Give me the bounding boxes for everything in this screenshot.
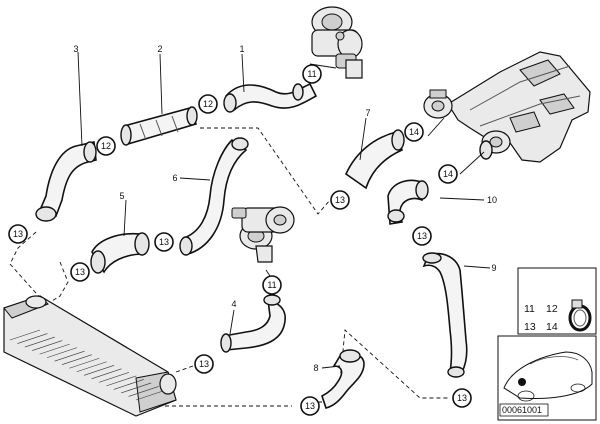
hose-7 [344,129,405,190]
intercooler-fin [91,368,122,380]
callouts: 11 11 12 12 13 13 13 13 13 13 13 13 13 1… [8,64,472,416]
intercooler-fin [46,347,78,358]
clamp-legend-box: 11 11 12 13 14 [517,267,597,335]
svg-text:11: 11 [267,280,276,290]
svg-text:14: 14 [409,127,419,137]
hose-5 [90,232,150,274]
svg-text:11: 11 [307,69,316,79]
car-silhouette-icon [503,351,593,402]
hose-14-elbow [479,140,493,160]
turbocharger-top [311,6,363,79]
part-numbers: 1 2 3 4 5 6 7 8 9 10 [73,44,497,373]
callout-12-left: 12 [96,136,116,156]
intercooler-fin [39,343,70,355]
intercooler-fin [17,333,48,344]
part-number-10: 10 [487,195,497,205]
callout-11-middle: 11 [262,275,282,295]
svg-text:13: 13 [305,401,315,411]
leader-lines [77,51,491,369]
svg-text:12: 12 [101,141,111,151]
legend-14-label: 14 [546,321,558,333]
callout-13-hose8: 13 [300,396,320,416]
part-number-9: 9 [491,263,496,273]
intercooler-fin [106,375,137,387]
callout-12-right: 12 [198,94,218,114]
callout-14-top: 14 [404,122,424,142]
part-number-4: 4 [231,299,236,309]
hose-3 [35,141,97,222]
svg-text:13: 13 [335,195,345,205]
intercooler-fin [84,365,115,376]
part-number-8: 8 [313,363,318,373]
intercooler-fin [61,354,92,365]
hose-clamp-icon [568,299,592,332]
svg-text:13: 13 [13,229,23,239]
turbocharger-middle [231,206,295,263]
intercooler-fin [54,350,85,362]
part-number-2: 2 [157,44,162,54]
intake-manifold [423,51,591,163]
svg-text:12: 12 [203,99,213,109]
intercooler-fins [9,329,167,401]
part-number-3: 3 [73,44,78,54]
intercooler-fin [113,379,144,390]
part-number-1: 1 [239,44,244,54]
intercooler [3,295,177,417]
callout-13-hose7: 13 [330,190,350,210]
svg-text:13: 13 [417,231,427,241]
hose-8 [321,349,365,409]
callout-13-hose5: 13 [70,262,90,282]
svg-text:13: 13 [457,393,467,403]
callout-13-hose9: 13 [452,388,472,408]
callout-11-top: 11 [302,64,322,84]
svg-text:13: 13 [75,267,85,277]
part-number-7: 7 [365,108,370,118]
hose-2 [120,106,198,146]
svg-text:14: 14 [443,169,453,179]
legend-11-label: 11 [524,303,535,315]
intercooler-fin [32,340,63,351]
callout-13-hose6: 13 [154,232,174,252]
hose-10 [387,179,429,225]
vehicle-location-box: 00061001 [497,335,597,421]
legend-12-label: 12 [546,303,558,315]
diagram-code: 00061001 [502,405,542,415]
legend-13-label: 13 [524,321,536,333]
callout-13-hose10: 13 [412,226,432,246]
svg-text:13: 13 [159,237,169,247]
hose-9 [422,252,468,378]
intercooler-fin [135,389,167,401]
hose-1 [223,82,318,113]
callout-14-bottom: 14 [438,164,458,184]
hose-4 [220,294,286,353]
hose-6 [179,137,249,256]
intercooler-fin [9,329,41,341]
part-number-5: 5 [119,191,124,201]
part-number-6: 6 [172,173,177,183]
intercooler-fin [128,386,159,397]
intercooler-fin [98,372,130,383]
callout-13-hose4: 13 [194,354,214,374]
intercooler-fin [24,336,55,348]
callout-13-left: 13 [8,224,28,244]
intercooler-fin [69,357,100,369]
svg-text:13: 13 [199,359,209,369]
intercooler-fin [76,361,107,373]
intercooler-fin [121,382,152,394]
